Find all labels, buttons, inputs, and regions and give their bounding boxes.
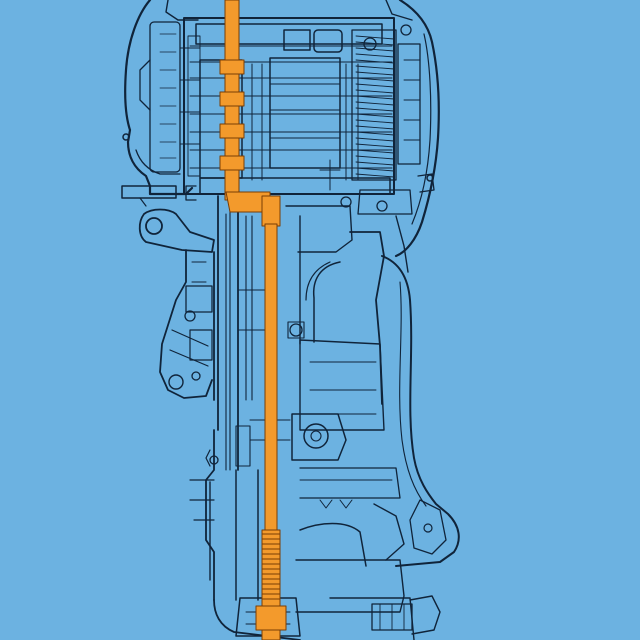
exhaust-housing	[299, 255, 460, 567]
crankshaft-driveshaft-highlight	[219, 0, 287, 640]
engine-cowling	[122, 0, 440, 258]
mounting-bracket	[138, 208, 215, 401]
intake-manifold	[121, 21, 201, 207]
shift-rod	[209, 199, 253, 581]
cam-and-valve-train	[340, 24, 421, 273]
